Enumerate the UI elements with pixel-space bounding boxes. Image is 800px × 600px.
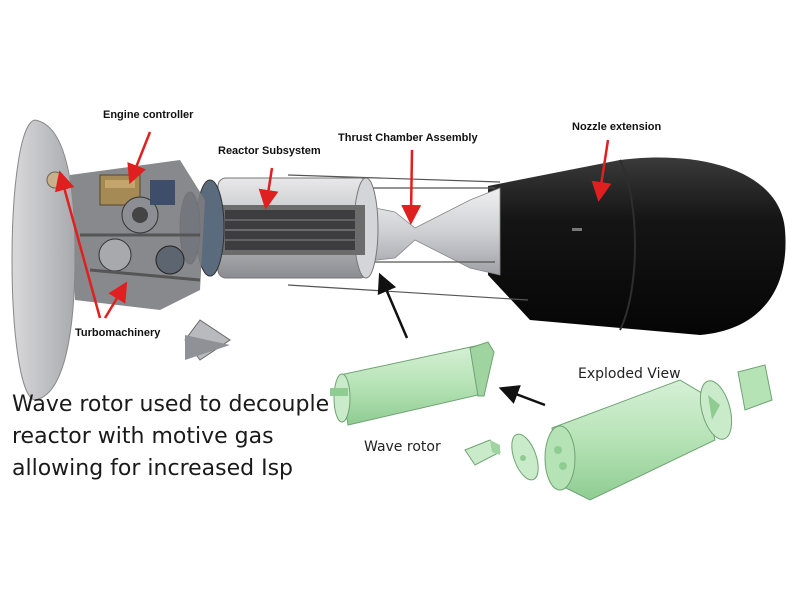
label-wave-rotor: Wave rotor (364, 439, 441, 455)
caption-line-2: reactor with motive gas (12, 424, 274, 449)
caption-line-1: Wave rotor used to decouple (12, 392, 329, 417)
black-arrows (377, 272, 546, 407)
label-turbomachinery: Turbomachinery (75, 327, 161, 339)
reactor-subsystem (179, 177, 379, 279)
wave-rotor-part (330, 341, 495, 426)
label-engine-controller: Engine controller (103, 109, 194, 121)
label-exploded-view: Exploded View (578, 366, 681, 382)
nozzle-extension (488, 157, 786, 335)
turbomachinery-cluster (70, 160, 231, 361)
caption-line-3: allowing for increased Isp (12, 456, 293, 481)
callout-arrows (55, 131, 612, 319)
exploded-view-parts (464, 364, 773, 501)
dish (11, 119, 76, 401)
label-nozzle-extension: Nozzle extension (572, 121, 662, 133)
label-reactor-subsystem: Reactor Subsystem (218, 145, 321, 157)
thrust-chamber-assembly (287, 174, 529, 301)
label-thrust-chamber: Thrust Chamber Assembly (338, 132, 478, 144)
